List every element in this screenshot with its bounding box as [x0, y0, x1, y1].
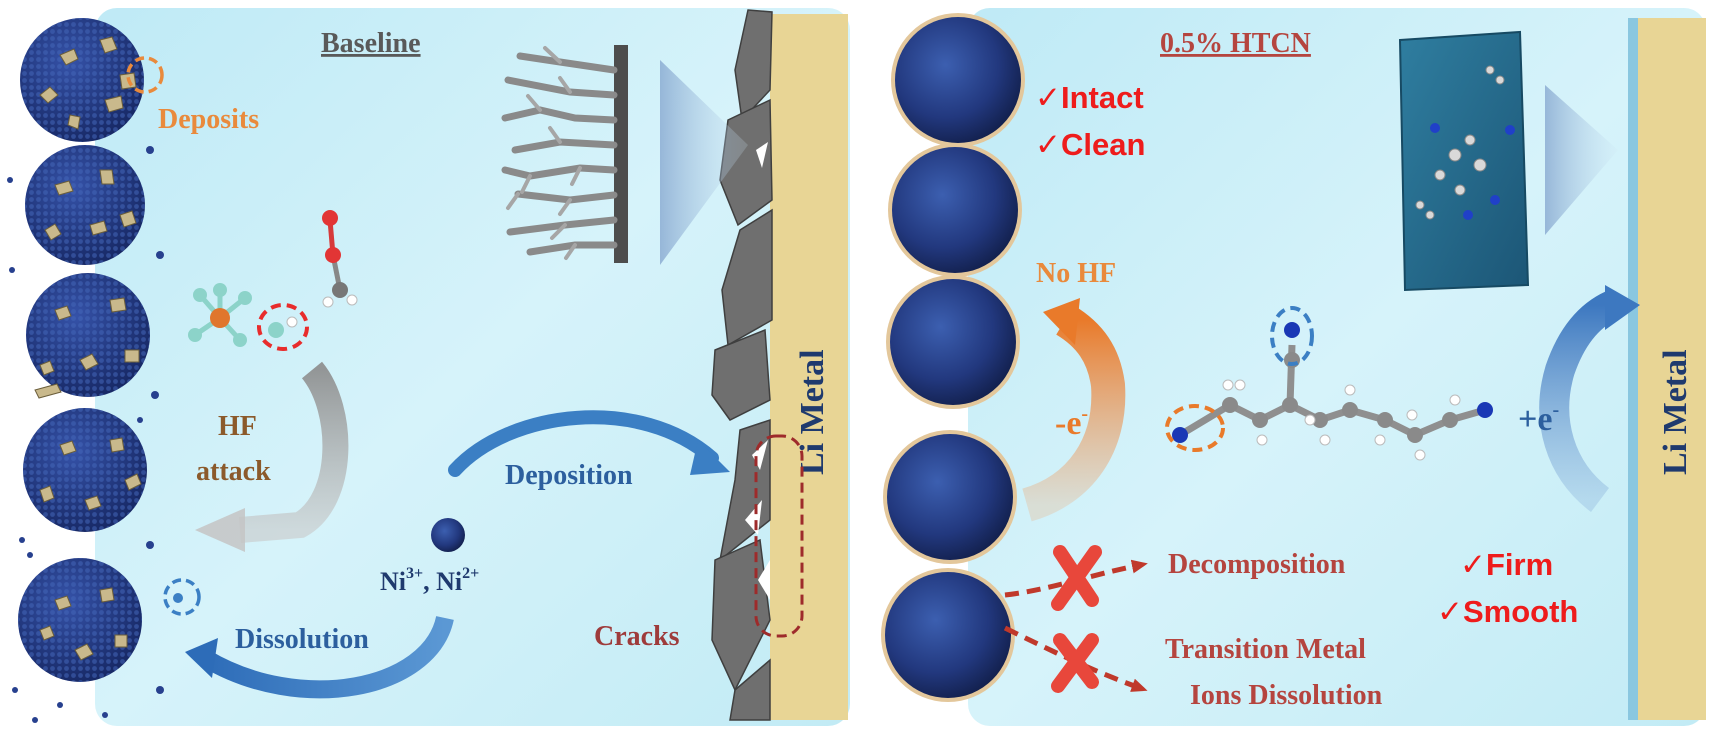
- particle-5: [18, 558, 142, 682]
- transition-metal-label-line2: Ions Dissolution: [1190, 680, 1383, 711]
- baseline-li-metal-electrode: [770, 14, 848, 720]
- htcn-title: 0.5% HTCN: [1160, 28, 1311, 59]
- particle-4: [23, 408, 147, 532]
- carbonate-molecule: [322, 210, 358, 308]
- transition-metal-label-line1: Transition Metal: [1165, 634, 1366, 665]
- zoom-cone-right: [1545, 85, 1618, 235]
- lipf6-molecule: [188, 283, 252, 347]
- htcn-li-metal-label: Li Metal: [1657, 349, 1694, 475]
- nitrile-highlight-blue: [1270, 306, 1314, 366]
- htcn-panel-background: [968, 8, 1706, 726]
- deposition-label: Deposition: [505, 460, 633, 491]
- oxidation-arrow: [1021, 305, 1126, 522]
- htcn-thin-sei-layer: [1628, 18, 1638, 720]
- baseline-title: Baseline: [321, 28, 421, 59]
- ion-highlight-circle: [163, 578, 201, 616]
- uniform-sei-block: [1398, 30, 1530, 292]
- htcn-molecule: [1165, 306, 1493, 461]
- cathode-particles-baseline: [7, 18, 164, 723]
- deposition-arrowhead: [690, 440, 730, 475]
- decomposition-label: Decomposition: [1168, 549, 1346, 580]
- dendrite-illustration: [501, 45, 628, 263]
- cathode-particles-htcn: [881, 13, 1025, 702]
- nitrile-highlight-orange: [1165, 404, 1225, 452]
- cracks-highlight-outline: [754, 434, 804, 638]
- dissolved-ion-dots: [7, 146, 164, 723]
- block-x-icon-top: [1051, 545, 1102, 611]
- deposits-label: Deposits: [158, 104, 259, 135]
- plus-e-label: +e-: [1518, 399, 1559, 438]
- particle-3: [26, 273, 150, 397]
- smooth-particle-3: [886, 275, 1020, 409]
- reduction-arrowhead: [1605, 285, 1640, 330]
- intact-label: ✓Intact: [1035, 80, 1144, 115]
- particle-2: [25, 145, 145, 265]
- smooth-label: ✓Smooth: [1437, 594, 1578, 629]
- block-x-icon-bottom: [1051, 633, 1099, 693]
- no-hf-label: No HF: [1036, 258, 1116, 289]
- dissolution-arrowhead: [185, 638, 218, 678]
- hf-attack-label-line2: attack: [196, 456, 271, 487]
- cracks-label: Cracks: [594, 621, 680, 652]
- baseline-panel: Li Metal: [7, 8, 850, 726]
- ni-ion-label: Ni3+, Ni2+: [380, 565, 479, 596]
- zoom-cone-left: [660, 60, 748, 265]
- smooth-particle-1: [891, 13, 1025, 147]
- deposition-arrow: [448, 410, 719, 477]
- dissolution-label: Dissolution: [235, 624, 369, 655]
- smooth-particle-2: [888, 143, 1022, 277]
- hf-attack-arrowhead: [195, 508, 245, 552]
- reduction-arrow: [1539, 291, 1619, 512]
- htcn-li-metal-electrode: [1638, 18, 1706, 720]
- ion-dot: [173, 593, 183, 603]
- smooth-particle-4: [883, 430, 1017, 564]
- clean-label: ✓Clean: [1035, 127, 1145, 162]
- ni-ion-sphere: [431, 518, 465, 552]
- smooth-particle-5: [881, 568, 1015, 702]
- hf-attack-label-line1: HF: [218, 411, 257, 442]
- hf-molecule: [257, 303, 309, 351]
- minus-e-label: -e-: [1055, 403, 1088, 442]
- dissolution-arrow: [200, 615, 454, 699]
- firm-label: ✓Firm: [1460, 547, 1553, 582]
- baseline-li-metal-label: Li Metal: [794, 349, 831, 475]
- htcn-panel: Li Metal 0.5% HTCN: [881, 8, 1706, 726]
- hf-attack-arrow: [238, 361, 349, 543]
- deposit-highlight-circle: [126, 56, 164, 94]
- oxidation-arrowhead: [1043, 298, 1080, 345]
